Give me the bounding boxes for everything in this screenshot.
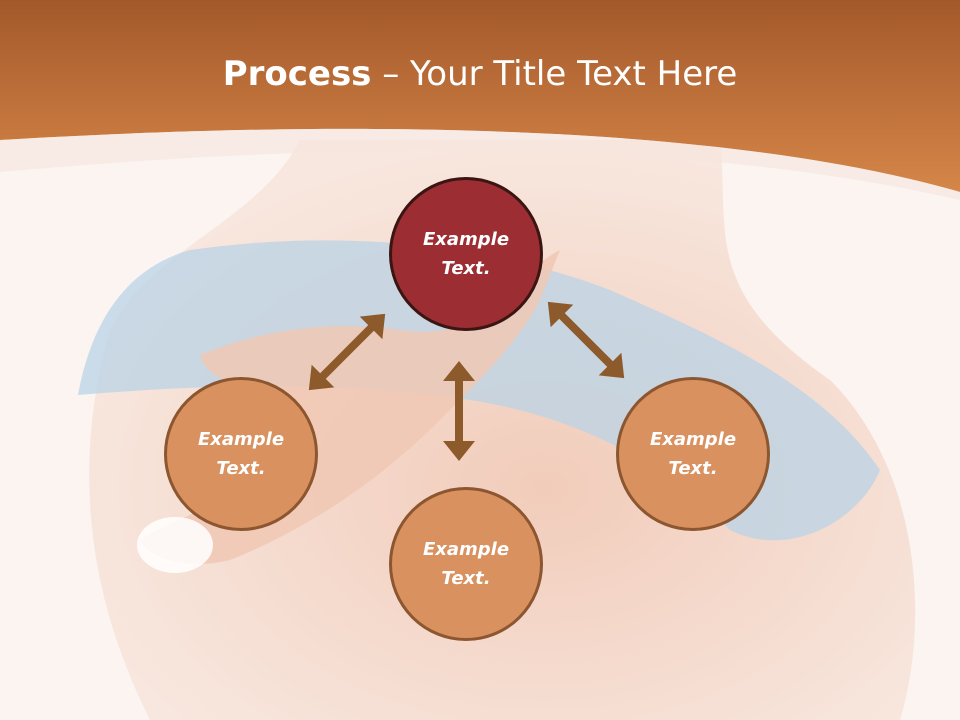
process-node-bottom: Example Text.: [389, 487, 543, 641]
slide-title: Process – Your Title Text Here: [0, 52, 960, 96]
node-left-label: Example Text.: [197, 429, 285, 479]
process-node-right: Example Text.: [616, 377, 770, 531]
title-rest: – Your Title Text Here: [371, 54, 738, 94]
arrow-top-bottom: [443, 361, 475, 461]
node-right-label: Example Text.: [649, 429, 737, 479]
title-bold: Process: [222, 54, 372, 94]
arrow-top-right: [547, 301, 625, 379]
process-node-top: Example Text.: [389, 177, 543, 331]
process-node-left: Example Text.: [164, 377, 318, 531]
node-top-label: Example Text.: [422, 229, 510, 279]
arrow-top-left: [308, 313, 386, 391]
node-bottom-label: Example Text.: [422, 539, 510, 589]
